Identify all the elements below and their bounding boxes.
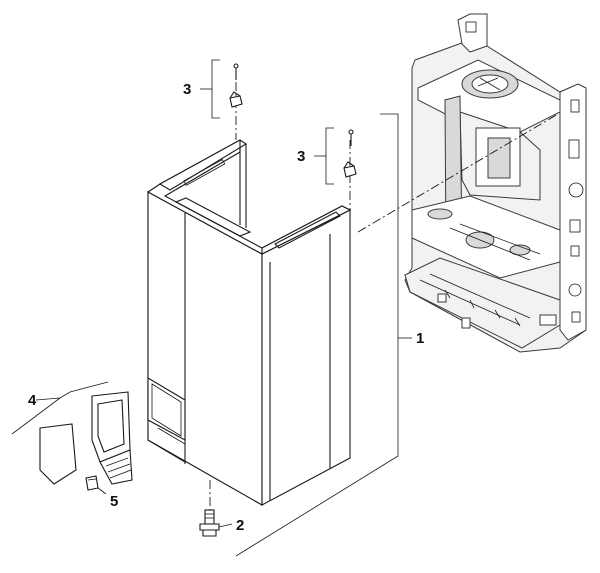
top-screw-and-clip-b (343, 129, 357, 178)
callout-2: 2 (236, 517, 244, 534)
callout-5: 5 (110, 493, 118, 510)
top-screw-and-clip-a (229, 63, 243, 108)
callout-3b: 3 (297, 148, 305, 165)
callout-4: 4 (28, 392, 37, 409)
callout-3a: 3 (183, 81, 191, 98)
callout-3b-bracket (314, 127, 334, 185)
flap-clip (85, 475, 107, 495)
bottom-screw (199, 509, 233, 537)
callout-3a-bracket (200, 59, 220, 119)
boiler-chassis (404, 13, 587, 353)
outer-casing (146, 139, 352, 506)
callout-1: 1 (416, 330, 424, 347)
access-flap (39, 391, 133, 485)
callout-1-bracket (235, 113, 412, 557)
callout-4-bracket (11, 381, 109, 435)
